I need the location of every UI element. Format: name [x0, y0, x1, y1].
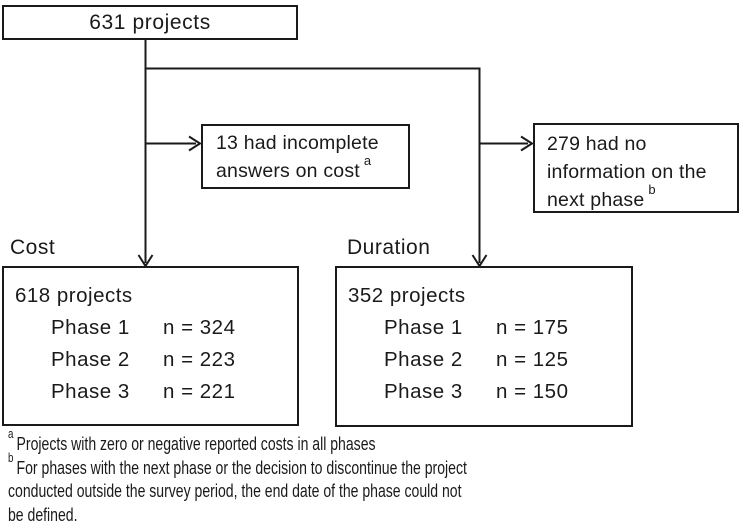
phase-n-value: n = 150: [496, 380, 569, 403]
arrowhead-right-exclusion-duration: [520, 135, 534, 152]
phase-label: Phase 1: [51, 316, 130, 339]
arrowhead-down-cost: [137, 254, 154, 268]
duration-phase-row: Phase 1 n = 175: [384, 312, 631, 344]
phase-n-value: n = 125: [496, 348, 569, 371]
duration-box: 352 projects Phase 1 n = 175 Phase 2 n =…: [335, 266, 633, 427]
footnote-b-text: For phases with the next phase or the de…: [8, 457, 467, 522]
exclusion-cost-text: 13 had incomplete answers on cost: [216, 132, 379, 182]
phase-label: Phase 2: [384, 348, 463, 371]
footnote-b-marker: b: [8, 450, 14, 465]
footnote-a-text: Projects with zero or negative reported …: [16, 434, 376, 454]
duration-phase-row: Phase 3 n = 150: [384, 376, 631, 408]
duration-total: 352 projects: [348, 284, 466, 307]
cost-phase-row: Phase 2 n = 223: [51, 344, 297, 376]
cost-total: 618 projects: [15, 284, 133, 307]
phase-n-value: n = 324: [163, 316, 236, 339]
exclusion-duration-text: 279 had no information on the next phase: [547, 133, 707, 211]
phase-n-value: n = 175: [496, 316, 569, 339]
cost-heading: Cost: [10, 236, 56, 259]
phase-label: Phase 2: [51, 348, 130, 371]
phase-label: Phase 1: [384, 316, 463, 339]
cost-phase-row: Phase 1 n = 324: [51, 312, 297, 344]
phase-n-value: n = 223: [163, 348, 236, 371]
total-projects-box: 631 projects: [2, 5, 298, 40]
phase-label: Phase 3: [384, 380, 463, 403]
phase-n-value: n = 221: [163, 380, 236, 403]
footnote-a-marker: a: [8, 427, 14, 441]
arrowhead-right-exclusion-cost: [188, 135, 202, 152]
footnote-marker-a: a: [363, 152, 372, 168]
arrowhead-down-duration: [471, 254, 488, 268]
exclusion-duration-box: 279 had no information on the next phase…: [533, 123, 739, 213]
phase-label: Phase 3: [51, 380, 130, 403]
duration-heading: Duration: [347, 236, 431, 259]
cost-box: 618 projects Phase 1 n = 324 Phase 2 n =…: [2, 266, 299, 426]
total-projects-label: 631 projects: [89, 10, 211, 34]
duration-phase-row: Phase 2 n = 125: [384, 344, 631, 376]
footnote-marker-b: b: [648, 181, 656, 197]
cost-phase-row: Phase 3 n = 221: [51, 376, 297, 408]
